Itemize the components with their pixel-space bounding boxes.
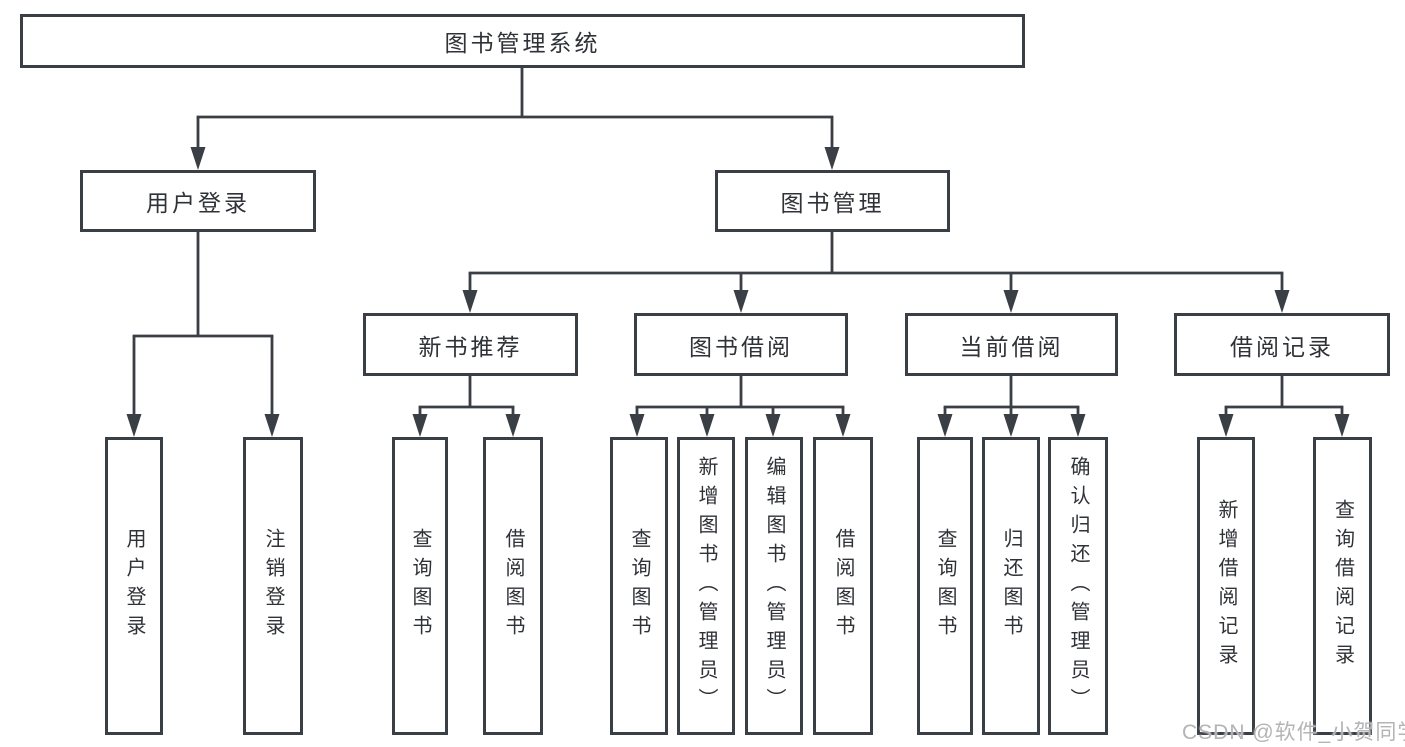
leaf-label: 用户登录 (123, 528, 145, 644)
leaf-label: 注销登录 (262, 528, 284, 644)
node-library-management-system: 图书管理系统 (20, 14, 1025, 68)
leaf-logout: 注销登录 (243, 437, 303, 735)
leaf-label: 借阅图书 (832, 528, 854, 644)
node-borrow-records: 借阅记录 (1174, 313, 1390, 376)
leaf-label: 查询图书 (934, 528, 956, 644)
leaf-label: 查询图书 (409, 528, 431, 644)
leaf-label: 新增图书（管理员） (695, 455, 717, 717)
leaf-label: 编辑图书（管理员） (763, 455, 785, 717)
leaf-edit-book-admin: 编辑图书（管理员） (745, 437, 803, 735)
leaf-label: 归还图书 (1000, 528, 1022, 644)
leaf-borrow-books: 借阅图书 (813, 437, 873, 735)
leaf-query-books-borrow: 查询图书 (610, 437, 668, 735)
node-label: 图书管理系统 (444, 30, 601, 56)
leaf-label: 确认归还（管理员） (1067, 455, 1089, 717)
node-user-login: 用户登录 (80, 170, 316, 232)
leaf-add-borrow-record: 新增借阅记录 (1197, 437, 1255, 735)
csdn-watermark: CSDN @软件_小贺同学 (1182, 721, 1405, 744)
leaf-label: 借阅图书 (502, 528, 524, 644)
node-label: 借阅记录 (1230, 333, 1334, 360)
leaf-query-books-current: 查询图书 (917, 437, 973, 735)
node-label: 当前借阅 (959, 333, 1064, 360)
leaf-add-book-admin: 新增图书（管理员） (677, 437, 735, 735)
leaf-return-books: 归还图书 (982, 437, 1040, 735)
node-current-borrow: 当前借阅 (905, 313, 1118, 376)
leaf-query-borrow-record: 查询借阅记录 (1313, 437, 1372, 735)
node-label: 用户登录 (146, 190, 250, 216)
leaf-borrow-books-recommend: 借阅图书 (483, 437, 543, 735)
leaf-query-books-recommend: 查询图书 (392, 437, 448, 735)
leaf-confirm-return-admin: 确认归还（管理员） (1048, 437, 1108, 735)
node-label: 图书管理 (780, 190, 885, 216)
leaf-label: 查询借阅记录 (1331, 499, 1354, 673)
node-label: 图书借阅 (689, 333, 793, 360)
node-label: 新书推荐 (418, 333, 523, 360)
leaf-label: 查询图书 (628, 528, 650, 644)
node-book-borrow: 图书借阅 (634, 313, 848, 376)
leaf-label: 新增借阅记录 (1215, 499, 1237, 673)
node-new-book-recommend: 新书推荐 (363, 313, 578, 376)
leaf-user-login: 用户登录 (105, 437, 163, 735)
node-book-management: 图书管理 (715, 170, 950, 232)
